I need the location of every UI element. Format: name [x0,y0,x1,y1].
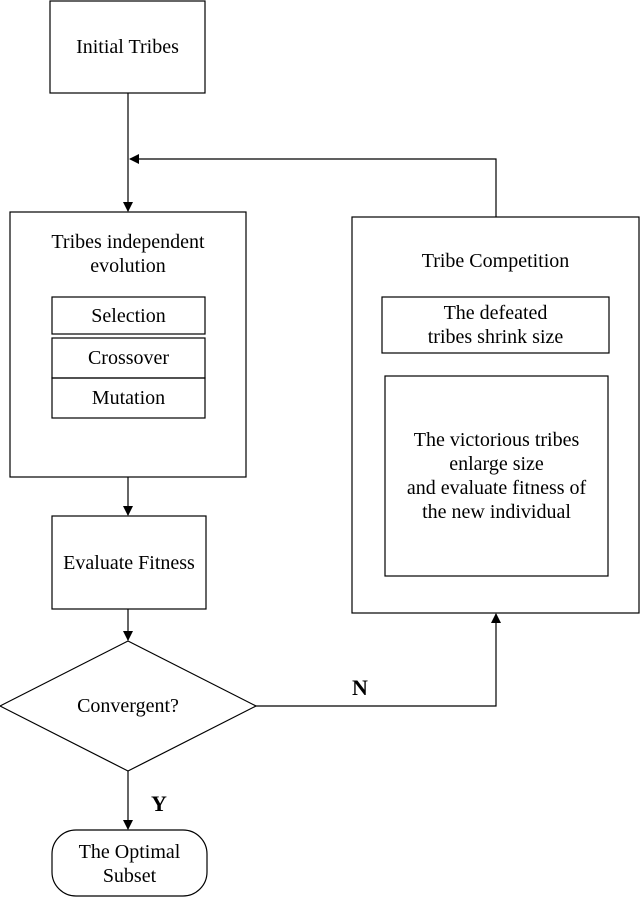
no-branch-label: N [352,675,368,700]
defeated-tribes-label: The defeated tribes shrink size [427,302,564,348]
tribes-evolution-label: Tribes independent evolution [51,231,205,277]
yes-branch-label: Y [151,791,167,816]
tribe-competition-label: Tribe Competition [421,250,570,272]
selection-label: Selection [91,304,166,327]
victorious-tribes-label: The victorious tribes enlarge size and e… [406,429,587,523]
connector-no-branch [256,613,501,707]
connector-competition-loop [129,154,497,217]
evaluate-fitness-label: Evaluate Fitness [63,551,195,574]
defeated-tribes-box [381,296,610,354]
victorious-tribes-box [384,375,609,577]
optimal-subset-terminal [51,829,208,897]
initial-tribes-label: Initial Tribes [76,36,179,58]
selection-box [51,296,206,335]
tribe-competition-box [351,216,640,614]
mutation-label: Mutation [91,387,166,409]
optimal-subset-label: The Optimal Subset [78,841,181,887]
mutation-box [51,377,206,419]
evaluate-fitness-box [51,515,207,610]
convergent-label: Convergent? [77,695,179,717]
crossover-label: Crossover [87,347,170,369]
